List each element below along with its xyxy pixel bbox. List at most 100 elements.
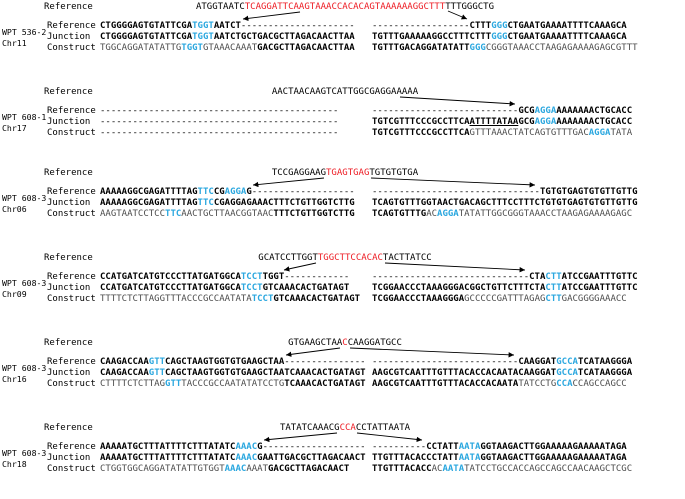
sequence-segment: TGGT bbox=[192, 32, 214, 42]
junction-arrow-to-right-flank bbox=[356, 432, 423, 443]
breakpoint-sequence: GCATCCTTGGTTGGCTTCCACACTACTTATCC bbox=[60, 253, 630, 264]
sequence-segment: TCATAAGGGA bbox=[577, 357, 633, 367]
sequence-segment: TTGTTTACACC bbox=[372, 464, 432, 474]
sequence-segment: C bbox=[342, 338, 348, 348]
sequence-segment: CCTATT bbox=[426, 442, 459, 452]
sequence-segment: GTAAACAAAT bbox=[202, 43, 258, 53]
left-flank-sequence: TTTTCTCTTAGGTTTACCCGCCAATATATCCTGTCAAACA… bbox=[100, 294, 360, 305]
chromosome-text: Chr06 bbox=[2, 204, 27, 214]
row-label-reference: Reference bbox=[47, 106, 96, 116]
right-flank-sequence: TGTTTGAAAAAGGCCTTTCTTTGGGCTGAATGAAAATTTT… bbox=[372, 32, 627, 43]
sequence-segment: GTT bbox=[148, 368, 166, 378]
left-flank-sequence: AAAAAGGCGAGATTTTAGTTCCGAGGAG------------… bbox=[100, 187, 355, 198]
row-label-reference: Reference bbox=[47, 272, 96, 282]
sequence-segment: AAGCGTCAATTTGTTTACACCACAATA bbox=[372, 379, 519, 389]
right-flank-sequence: AAGCGTCAATTTGTTTACACCACAATATATCCTGCCACCA… bbox=[372, 379, 627, 390]
sequence-segment: TGGCAGGATATATTG bbox=[100, 43, 182, 53]
sequence-segment: TCGGAACCCTAAAGGGACGGCTGTTCTTTCTA bbox=[372, 283, 546, 293]
sequence-segment: TATA bbox=[610, 128, 633, 138]
left-flank-sequence: TGGCAGGATATATTGTGGTGTAAACAAATGACGCTTAGAC… bbox=[100, 43, 355, 54]
sequence-segment: CTA bbox=[529, 272, 546, 282]
sequence-segment: GTCAAACACTGATAGT bbox=[262, 283, 350, 293]
line-id-text: WPT 536-2 bbox=[2, 27, 47, 37]
left-flank-sequence: CAAGACCAAGTTCAGCTAAGTGGTGTGAAGCTAATCAAAC… bbox=[100, 368, 366, 379]
sequence-segment: TCAAACACTGATAGT bbox=[284, 379, 366, 389]
right-flank-sequence: TGTTTGACAGGATATATTGGGCGGGTAAACCTAAGAGAAA… bbox=[372, 43, 638, 54]
sequence-segment: CTT bbox=[545, 283, 562, 293]
sequence-segment: TGGT bbox=[262, 272, 285, 282]
junction-arrow-to-left-flank bbox=[242, 11, 301, 22]
right-flank-sequence: ----------CCTATTAATAGGTAAGACTTGGAAAAAGAA… bbox=[372, 442, 627, 453]
sequence-segment: CCA bbox=[339, 423, 356, 433]
line-id-text: WPT 608-3 bbox=[2, 278, 47, 288]
sequence-segment: AAGTAATCCTCC bbox=[100, 209, 166, 219]
sequence-segment: CGGGTAAACCTAAGAGAAAAGAGCGTTT bbox=[485, 43, 638, 53]
right-flank-sequence: TCAGTGTTTGGTAACTGACAGCTTTCCTTTCTGTGTGAGT… bbox=[372, 198, 638, 209]
sequence-segment: CG bbox=[213, 187, 225, 197]
sequence-segment: ATCCGAATTTGTTC bbox=[561, 272, 638, 282]
line-id-text: WPT 608-3 bbox=[2, 448, 47, 458]
sequence-segment: TATATTGGCGGGTAAACCTAAGAGAAAAGAGC bbox=[458, 209, 633, 219]
right-flank-sequence: ---------------------------GCGAGGAAAAAAA… bbox=[372, 106, 632, 117]
breakpoint-sequence: TCCGAGGAAGTGAGTGAGTGTGTGTGA bbox=[60, 168, 630, 179]
sequence-segment: AACTAACAAGTCATTGGCGAGGAAAAA bbox=[271, 87, 419, 97]
right-flank-sequence: TCGGAACCCTAAAGGGACGGCTGTTCTTTCTACTTATCCG… bbox=[372, 283, 638, 294]
left-flank-sequence: ----------------------------------------… bbox=[100, 128, 338, 139]
row-label-reference: Reference bbox=[47, 357, 96, 367]
right-flank-sequence: TCGGAACCCTAAAGGGAGCCCCCGATTTAGAGCTTGACGG… bbox=[372, 294, 627, 305]
top-reference-label: Reference bbox=[44, 2, 93, 12]
sequence-segment: TTGTTTACACCCTATT bbox=[372, 453, 459, 463]
sequence-segment: CTGGGGAGTGTATTCGA bbox=[100, 32, 193, 42]
chromosome-text: Chr16 bbox=[2, 374, 27, 384]
sequence-segment: AATCT bbox=[213, 21, 241, 31]
sequence-segment: GCG bbox=[518, 117, 535, 127]
left-flank-sequence: CTGGGGAGTGTATTCGATGGTAATCT--------------… bbox=[100, 21, 355, 32]
sequence-segment: AGGA bbox=[588, 128, 611, 138]
sequence-segment: GCCA bbox=[556, 357, 578, 367]
sequence-segment: AC bbox=[426, 209, 438, 219]
sequence-segment: TTTGGGCTG bbox=[445, 2, 495, 12]
junction-arrow-to-right-flank bbox=[384, 262, 526, 273]
sequence-segment: CCAGCCAGCC bbox=[572, 379, 627, 389]
chromosome-text: Chr09 bbox=[2, 289, 27, 299]
sequence-segment: TGGT bbox=[192, 21, 214, 31]
sequence-segment: CTTT bbox=[469, 21, 492, 31]
left-flank-sequence: CTGGTGGCAGGATATATTGTGGTAAACAAATGACGCTTAG… bbox=[100, 464, 349, 475]
left-flank-sequence: AAGTAATCCTCCTTCAACTGCTTAACGGTAACTTTCTGTT… bbox=[100, 209, 355, 220]
sequence-segment: ------------------------------- bbox=[372, 187, 540, 197]
sequence-segment: AATA bbox=[458, 453, 481, 463]
sequence-segment: GGTAAGACTTGGAAAAAGAAAAATAGA bbox=[480, 453, 627, 463]
sequence-segment: TCGGAACCCTAAAGGGA bbox=[372, 294, 465, 304]
sequence-segment: AAAAATGCTTTATTTTCTTTATATC bbox=[100, 442, 236, 452]
sequence-segment: CTGGGGAGTGTATTCGA bbox=[100, 21, 193, 31]
sequence-segment: GGG bbox=[491, 32, 508, 42]
right-flank-sequence: -------------------------------TGTGTGAGT… bbox=[372, 187, 638, 198]
row-label-construct: Construct bbox=[47, 379, 96, 389]
sequence-segment: TCATAAGGGA bbox=[577, 368, 633, 378]
left-flank-sequence: ----------------------------------------… bbox=[100, 117, 338, 128]
sequence-segment: AAAC bbox=[224, 464, 247, 474]
sequence-segment: GTT bbox=[148, 357, 166, 367]
right-flank-sequence: AAGCGTCAATTTGTTTACACCACAATACAAGGATGCCATC… bbox=[372, 368, 632, 379]
left-flank-sequence: CCATGATCATGTCCCTTATGATGGCATCCTGTCAAACACT… bbox=[100, 283, 349, 294]
sequence-segment: ------------------ bbox=[372, 21, 470, 31]
sequence-segment: TGTCGTTTCCCGCCTTCA bbox=[372, 128, 470, 138]
line-id-text: WPT 608-3 bbox=[2, 193, 47, 203]
sequence-segment: GGG bbox=[491, 21, 508, 31]
sequence-segment: CAAGACCAA bbox=[100, 368, 149, 378]
right-flank-sequence: ------------------CTTTGGGCTGAATGAAAATTTT… bbox=[372, 21, 627, 32]
row-label-junction: Junction bbox=[47, 453, 91, 463]
sequence-segment: TTC bbox=[197, 198, 214, 208]
line-id-text: WPT 608-3 bbox=[2, 363, 47, 373]
sequence-segment: AAAAAGGCGAGATTTTAG bbox=[100, 198, 198, 208]
top-reference-label: Reference bbox=[44, 423, 93, 433]
sequence-segment: CTGAATGAAAATTTTCAAAGCA bbox=[507, 32, 627, 42]
